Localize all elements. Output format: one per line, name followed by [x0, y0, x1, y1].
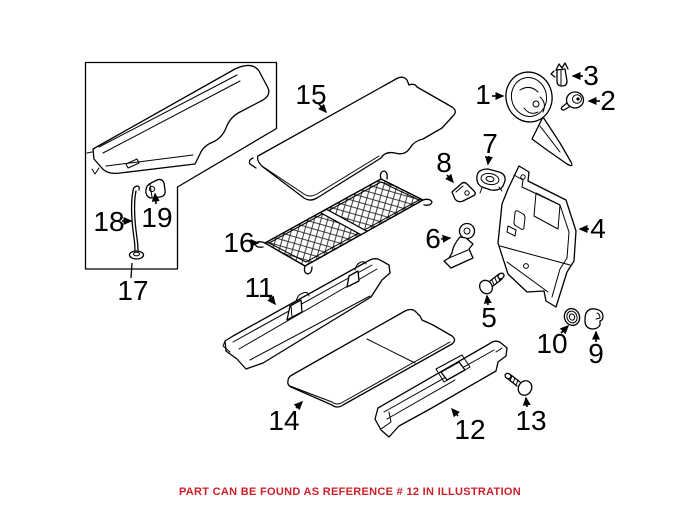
part-19-grommet: [145, 178, 166, 199]
part-2-grommet-nut: [560, 91, 585, 111]
callout-5: 5: [481, 294, 497, 333]
callout-4: 4: [578, 213, 606, 244]
callout-6-label: 6: [425, 223, 441, 254]
callout-8-arrow: [445, 173, 454, 184]
callout-17-leader: [130, 262, 133, 279]
caption-text: PART CAN BE FOUND AS REFERENCE # 12 IN I…: [178, 486, 522, 498]
part-10-grommet: [563, 307, 581, 327]
callout-8: 8: [436, 147, 454, 184]
part-15-cargo-cover: [248, 76, 456, 201]
callout-17-label: 17: [117, 275, 148, 306]
callout-6-arrow: [440, 234, 452, 243]
callout-13: 13: [515, 396, 547, 436]
callout-8-label: 8: [436, 147, 452, 178]
callout-10-label: 10: [536, 328, 567, 359]
callout-16-label: 16: [223, 227, 254, 258]
callout-19-label: 19: [141, 202, 172, 233]
callout-1: 1: [475, 79, 505, 110]
part-13-fastener: [504, 372, 533, 396]
callout-3: 3: [571, 60, 599, 91]
parcel-shelf: [86, 64, 270, 175]
callout-2-label: 2: [600, 85, 616, 116]
callout-7-label: 7: [482, 128, 498, 159]
part-8-bracket: [451, 181, 476, 203]
callout-9-label: 9: [588, 338, 604, 369]
callout-19-arrow: [151, 192, 160, 205]
callout-12: 12: [451, 407, 486, 445]
callout-3-label: 3: [583, 60, 599, 91]
part-12-rear-trim: [374, 340, 508, 438]
part-7-bracket: [476, 168, 506, 194]
callout-19: 19: [141, 192, 173, 233]
callout-1-label: 1: [475, 79, 491, 110]
part-4-quarter-trim-panel: [497, 165, 577, 308]
callout-4-label: 4: [590, 213, 606, 244]
callout-10-arrow: [559, 324, 570, 335]
callout-17: 17: [117, 262, 149, 306]
callout-18-label: 18: [93, 206, 124, 237]
callout-15-label: 15: [295, 79, 326, 110]
callout-15-arrow: [317, 102, 327, 114]
part-14-floor-mat: [287, 308, 456, 408]
callout-11-arrow: [267, 294, 276, 306]
callout-5-label: 5: [481, 302, 497, 333]
callout-14: 14: [268, 400, 304, 436]
part-16-cargo-net: [254, 170, 433, 275]
callout-7-arrow: [484, 155, 493, 166]
callout-9: 9: [588, 330, 604, 369]
callout-10: 10: [536, 324, 570, 359]
callout-2: 2: [587, 85, 616, 116]
callout-13-arrow: [522, 396, 531, 408]
part-9-cap: [584, 308, 604, 330]
callout-5-arrow: [483, 294, 492, 306]
callout-14-arrow: [293, 400, 304, 411]
part-11-sill-trim: [222, 258, 391, 370]
part-6-bracket: [443, 222, 476, 269]
callout-13-label: 13: [515, 405, 546, 436]
part-18-rod: [128, 185, 145, 260]
callout-7: 7: [482, 128, 498, 166]
part-3-clip: [550, 62, 569, 87]
callout-16: 16: [223, 227, 260, 258]
inset-box: [84, 61, 278, 270]
callout-12-arrow: [451, 407, 460, 418]
part-5-fastener: [479, 272, 505, 295]
part-1-trim-panel: [505, 71, 573, 167]
callout-14-label: 14: [268, 405, 299, 436]
callout-6: 6: [425, 223, 452, 254]
callout-15: 15: [295, 79, 327, 114]
callout-12-label: 12: [454, 414, 485, 445]
callout-11-label: 11: [244, 272, 273, 303]
callout-18: 18: [93, 206, 133, 237]
callout-11: 11: [244, 272, 276, 306]
